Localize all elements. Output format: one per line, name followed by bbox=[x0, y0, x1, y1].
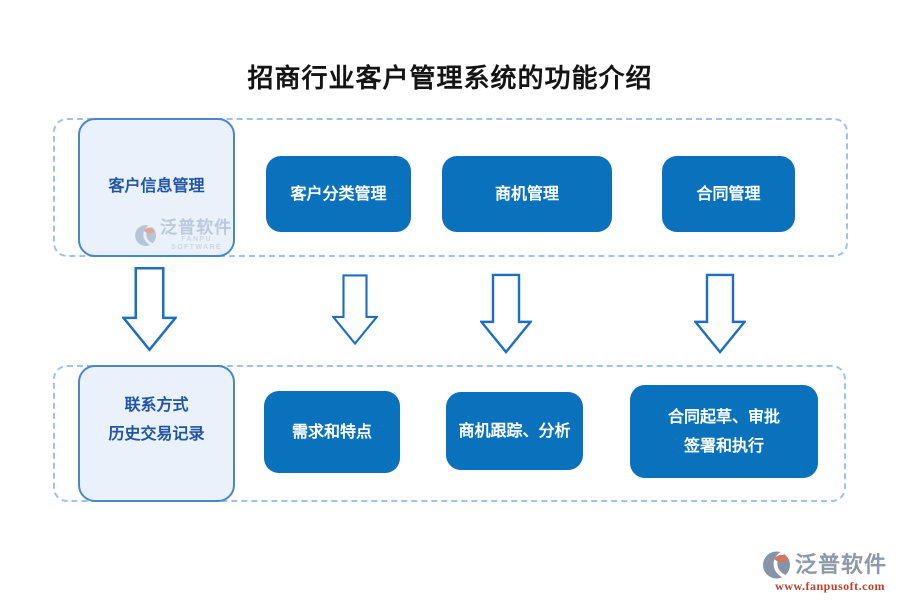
top-group-container bbox=[53, 118, 848, 257]
fanpu-logo-icon bbox=[762, 550, 790, 579]
node-label-line: 签署和执行 bbox=[683, 437, 764, 455]
node-label-line: 联系方式 bbox=[124, 397, 189, 414]
node-opportunity-tracking: 商机跟踪、分析 bbox=[446, 392, 583, 470]
node-contract: 合同管理 bbox=[662, 156, 795, 232]
watermark-brand: 泛普软件 bbox=[160, 218, 233, 237]
down-arrow-icon bbox=[480, 273, 532, 354]
node-contact-history: 联系方式 历史交易记录 bbox=[78, 365, 235, 502]
inner-watermark: 泛普软件 FANPU SOFTWARE bbox=[134, 219, 233, 252]
flow-arrow-3 bbox=[480, 271, 532, 356]
node-label: 商机管理 bbox=[494, 185, 559, 203]
node-customer-info: 客户信息管理 泛普软件 FANPU SOFTWARE bbox=[78, 118, 235, 257]
node-label: 合同管理 bbox=[696, 185, 761, 203]
node-label: 客户信息管理 bbox=[108, 178, 205, 195]
node-customer-category: 客户分类管理 bbox=[266, 156, 411, 232]
watermark-subtitle: FANPU SOFTWARE bbox=[171, 236, 223, 251]
node-needs: 需求和特点 bbox=[264, 391, 400, 473]
down-arrow-icon bbox=[332, 274, 378, 346]
node-label: 需求和特点 bbox=[291, 423, 372, 441]
bottom-group-container bbox=[53, 365, 846, 502]
flow-arrow-2 bbox=[332, 269, 378, 350]
watermark-brand: 泛普软件 bbox=[794, 552, 887, 577]
node-label: 客户分类管理 bbox=[290, 185, 387, 203]
down-arrow-icon bbox=[694, 273, 746, 354]
node-contract-lifecycle: 合同起草、审批 签署和执行 bbox=[630, 385, 818, 478]
diagram-title: 招商行业客户管理系统的功能介绍 bbox=[247, 64, 653, 93]
flow-arrow-4 bbox=[694, 271, 746, 356]
fanpu-logo-icon bbox=[135, 224, 156, 247]
flow-arrow-1 bbox=[122, 266, 177, 352]
node-label-line: 合同起草、审批 bbox=[667, 408, 780, 426]
down-arrow-icon bbox=[122, 266, 177, 352]
watermark-url: www.fanpusoft.com bbox=[775, 579, 885, 593]
corner-watermark: 泛普软件 www.fanpusoft.com bbox=[760, 550, 887, 593]
node-label-line: 历史交易记录 bbox=[108, 426, 205, 443]
node-opportunity: 商机管理 bbox=[442, 156, 612, 232]
node-label: 商机跟踪、分析 bbox=[458, 422, 571, 440]
